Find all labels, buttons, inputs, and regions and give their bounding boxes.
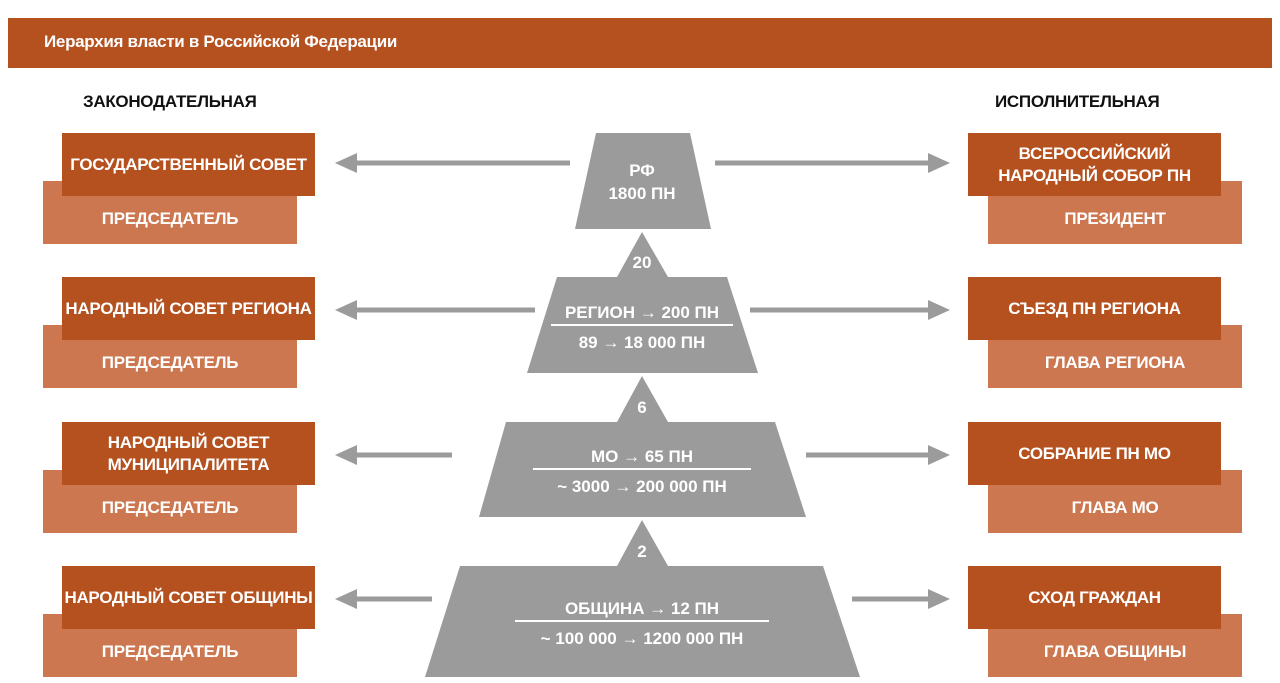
delegates-count: 2 xyxy=(637,542,646,561)
level-label: РЕГИОН → 200 ПН xyxy=(565,303,719,322)
legislative-column-title: ЗАКОНОДАТЕЛЬНАЯ xyxy=(83,92,257,111)
legislative-body: НАРОДНЫЙ СОВЕТ ОБЩИНЫ xyxy=(62,566,315,629)
arrow-head-icon xyxy=(335,153,357,173)
level-count: 89 → 18 000 ПН xyxy=(579,333,706,352)
executive-column-title: ИСПОЛНИТЕЛЬНАЯ xyxy=(995,92,1160,111)
level-count: 1800 ПН xyxy=(608,184,675,203)
level-count: ~ 3000 → 200 000 ПН xyxy=(557,477,727,496)
level-label: РФ xyxy=(629,161,655,180)
executive-body: СОБРАНИЕ ПН МО xyxy=(968,422,1221,485)
arrow-head-icon xyxy=(928,589,950,609)
arrow-head-icon xyxy=(928,300,950,320)
arrow-head-icon xyxy=(928,445,950,465)
executive-body: ВСЕРОССИЙСКИЙ НАРОДНЫЙ СОБОР ПН xyxy=(968,133,1221,196)
legislative-body: НАРОДНЫЙ СОВЕТ РЕГИОНА xyxy=(62,277,315,340)
level-count: ~ 100 000 → 1200 000 ПН xyxy=(541,629,744,648)
arrow-head-icon xyxy=(335,445,357,465)
arrow-head-icon xyxy=(335,589,357,609)
legislative-body: НАРОДНЫЙ СОВЕТ МУНИЦИПАЛИТЕТА xyxy=(62,422,315,485)
arrow-head-icon xyxy=(335,300,357,320)
executive-body: СЪЕЗД ПН РЕГИОНА xyxy=(968,277,1221,340)
connector-triangle xyxy=(617,520,668,566)
page-title: Иерархия власти в Российской Федерации xyxy=(44,32,398,51)
level-label: ОБЩИНА → 12 ПН xyxy=(565,599,719,618)
pyramid-level-federal xyxy=(575,133,711,229)
executive-body: СХОД ГРАЖДАН xyxy=(968,566,1221,629)
delegates-count: 20 xyxy=(633,253,652,272)
connector-triangle xyxy=(617,232,668,277)
arrow-head-icon xyxy=(928,153,950,173)
delegates-count: 6 xyxy=(637,398,646,417)
header-bar: Иерархия власти в Российской Федерации xyxy=(8,18,1272,68)
level-label: МО → 65 ПН xyxy=(591,447,693,466)
connector-triangle xyxy=(617,376,668,422)
legislative-body: ГОСУДАРСТВЕННЫЙ СОВЕТ xyxy=(62,133,315,196)
